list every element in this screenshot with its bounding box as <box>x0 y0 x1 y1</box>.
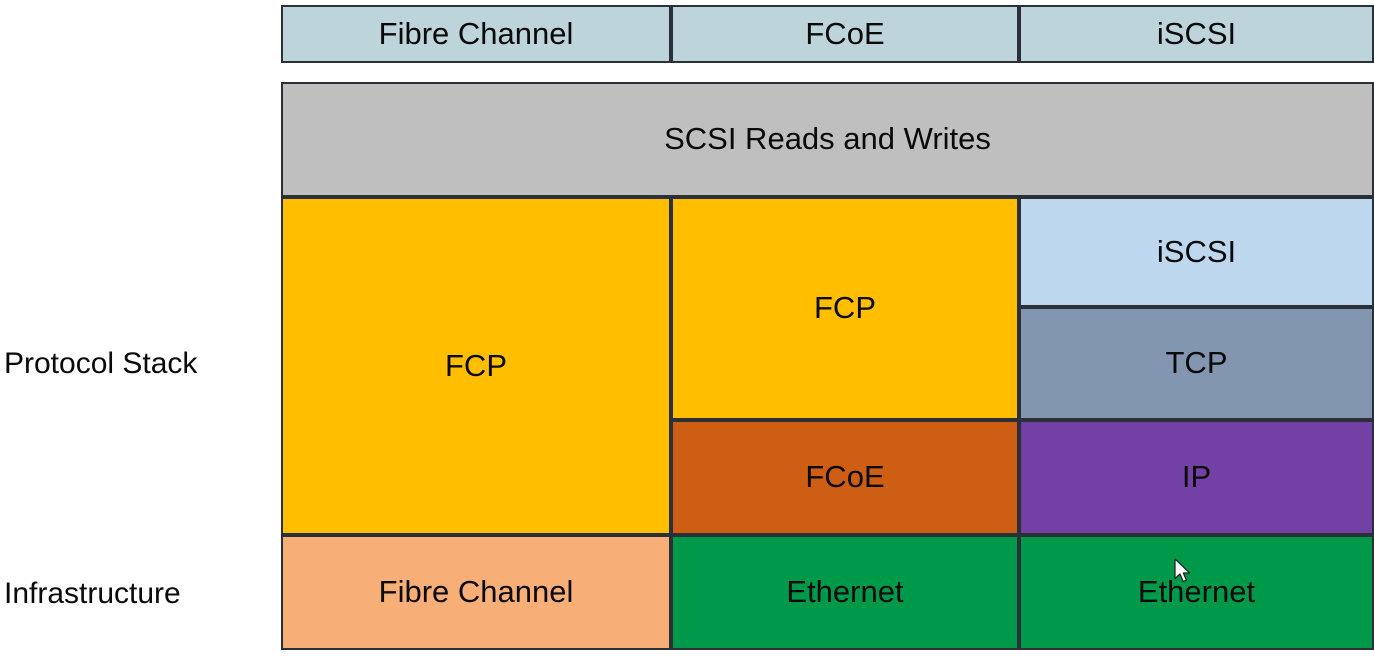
protocol-block-tcp[interactable]: TCP <box>1019 307 1374 420</box>
header-cell-iscsi[interactable]: iSCSI <box>1019 5 1374 63</box>
protocol-block-fcp-fcoe[interactable]: FCP <box>671 197 1019 420</box>
infrastructure-cell-fibre-channel[interactable]: Fibre Channel <box>281 535 671 650</box>
protocol-block-ip[interactable]: IP <box>1019 420 1374 535</box>
header-cell-fibre-channel[interactable]: Fibre Channel <box>281 5 671 63</box>
row-label-protocol-stack: Protocol Stack <box>4 347 198 380</box>
infrastructure-cell-ethernet-iscsi[interactable]: Ethernet <box>1019 535 1374 650</box>
header-cell-fcoe[interactable]: FCoE <box>671 5 1019 63</box>
scsi-reads-and-writes-band[interactable]: SCSI Reads and Writes <box>281 82 1374 197</box>
infrastructure-cell-ethernet-fcoe[interactable]: Ethernet <box>671 535 1019 650</box>
protocol-block-fcoe[interactable]: FCoE <box>671 420 1019 535</box>
row-label-infrastructure: Infrastructure <box>4 577 181 610</box>
protocol-block-fcp-fibre-channel[interactable]: FCP <box>281 197 671 535</box>
protocol-block-iscsi[interactable]: iSCSI <box>1019 197 1374 307</box>
